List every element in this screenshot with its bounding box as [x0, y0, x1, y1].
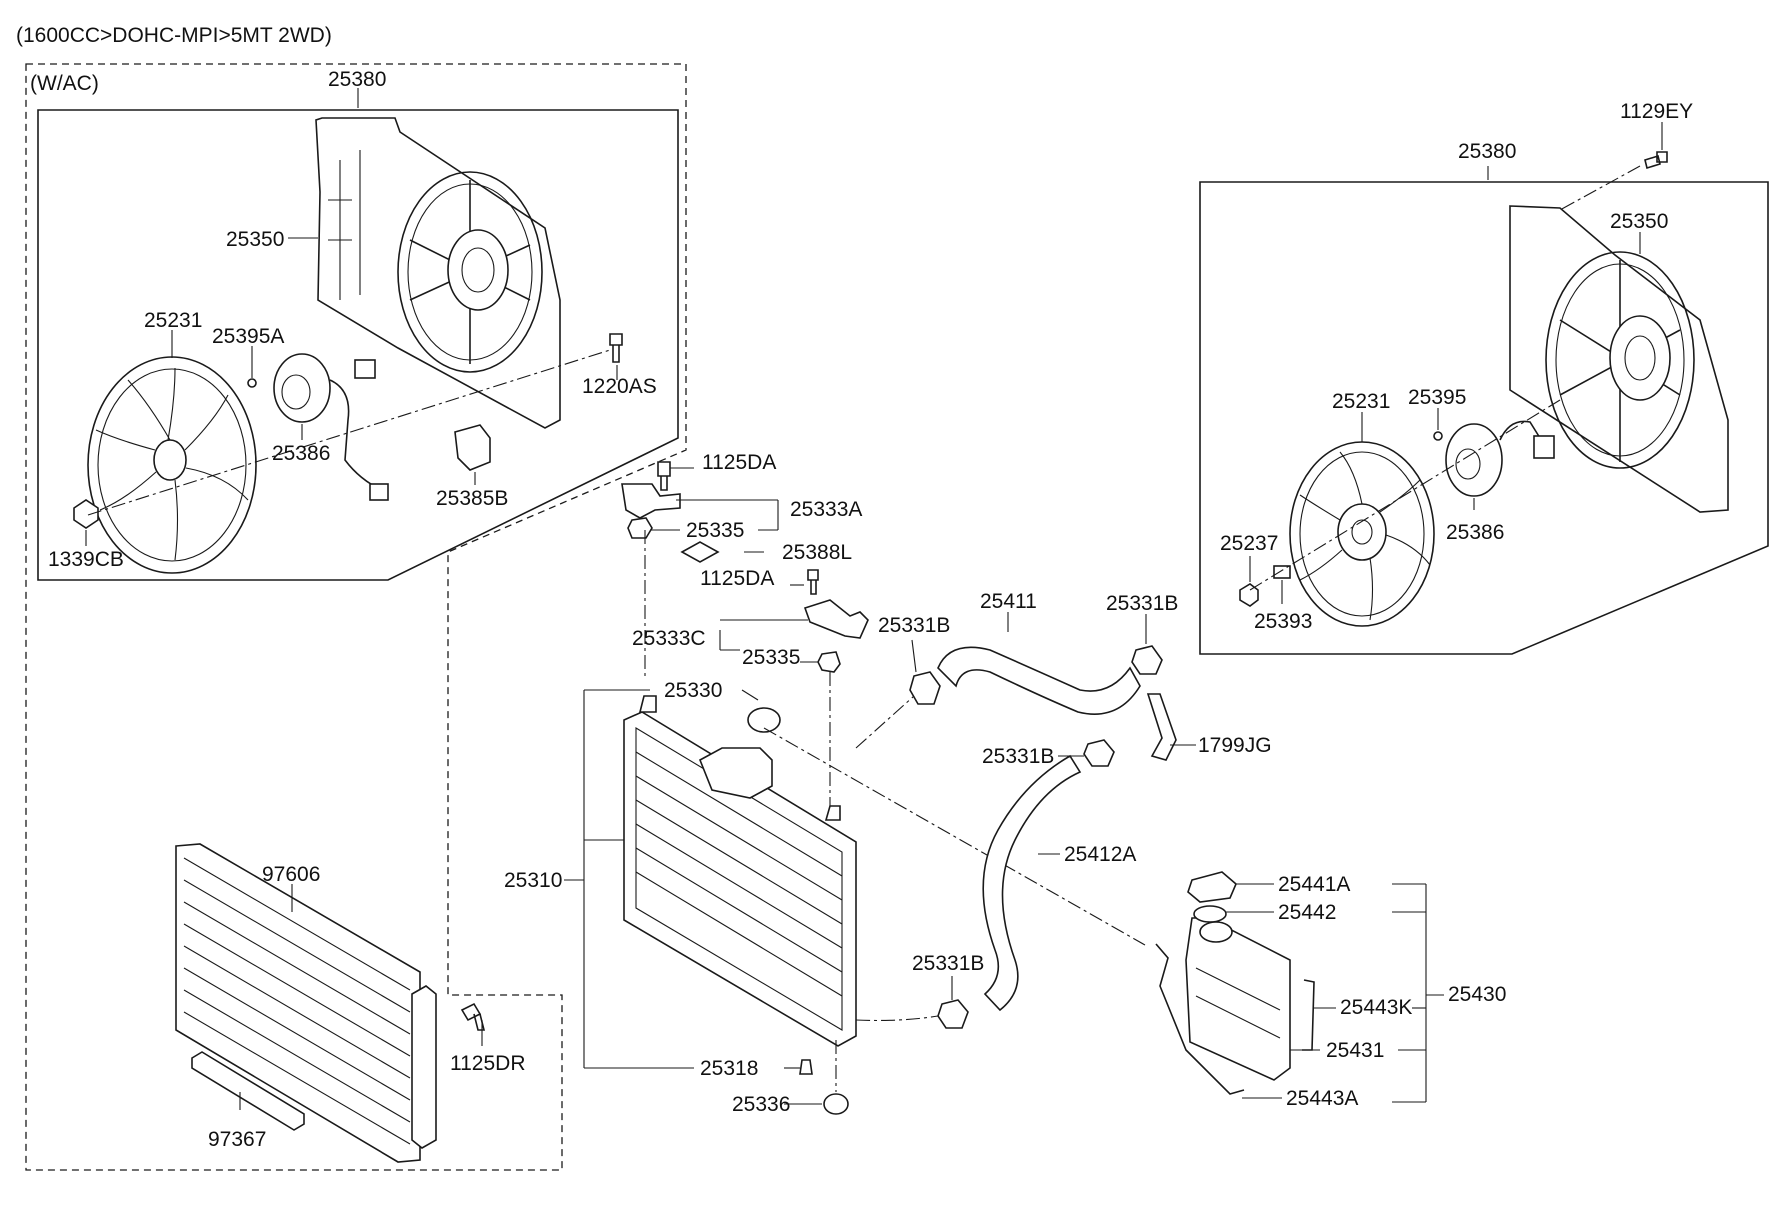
callout-reservoir-seal: 25442: [1278, 901, 1336, 924]
reservoir-cap-drawing: [1187, 871, 1237, 903]
callout-condenser: 97606: [262, 863, 320, 886]
radiator-cap-drawing: [747, 707, 781, 733]
hose-leaders: [911, 612, 1196, 1000]
lower-hose-drawing: [982, 754, 1082, 1012]
callout-screw-right: 25395: [1408, 386, 1466, 409]
callout-insulator-mid: 25335: [742, 646, 800, 669]
callout-reservoir-tank: 25431: [1326, 1039, 1384, 1062]
condenser-drawing: [175, 843, 437, 1163]
callout-bolt-condenser: 1125DR: [450, 1052, 526, 1075]
callout-fan-right: 25231: [1332, 390, 1390, 413]
callout-drain-plug: 25318: [700, 1057, 758, 1080]
callout-fan-left: 25231: [144, 309, 202, 332]
callout-band: 1799JG: [1198, 734, 1272, 757]
callout-bolt-upper: 1125DA: [702, 451, 776, 474]
mid-bracket-drawing: [803, 569, 869, 673]
right-shroud-drawing: [1509, 205, 1729, 513]
right-axis-line: [1249, 399, 1561, 591]
callout-bracket-mid: 25333C: [632, 627, 706, 650]
callout-hose-upper: 25411: [980, 590, 1037, 613]
callout-reservoir-hose-a: 25443K: [1340, 996, 1412, 1019]
right-leaders: [1249, 122, 1663, 604]
radiator-drawing: [623, 695, 857, 1047]
ac-region-outline: [25, 63, 687, 1171]
spec-title: (1600CC>DOHC-MPI>5MT 2WD): [16, 24, 332, 47]
callout-insulator-upper: 25335: [686, 519, 744, 542]
left-motor-drawing: [273, 353, 389, 501]
bracket-leaders: [650, 467, 818, 663]
clamp-1-drawing: [909, 671, 941, 705]
left-fan-box: [37, 109, 679, 581]
callout-motor-right: 25386: [1446, 521, 1504, 544]
condenser-bolt-drawing: [460, 1002, 486, 1031]
callout-fan-shroud-left: 25380: [328, 68, 386, 91]
callout-reservoir-hose-b: 25443A: [1286, 1087, 1358, 1110]
left-fan-drawing: [87, 356, 257, 574]
band-drawing: [1146, 693, 1177, 761]
hose-axis-1: [855, 695, 915, 749]
radiator-cap-axis: [763, 727, 1146, 946]
left-screw: [247, 378, 257, 388]
variant-label: (W/AC): [30, 72, 99, 95]
right-motor-drawing: [1445, 420, 1555, 497]
callout-bolt-shroud-left: 1220AS: [582, 375, 657, 398]
upper-bracket-drawing: [621, 461, 720, 563]
callout-reservoir-cap: 25441A: [1278, 873, 1350, 896]
callout-bolt-mid: 1125DA: [700, 567, 774, 590]
drain-plug-drawing: [799, 1059, 813, 1075]
left-nut: [73, 499, 99, 529]
right-screw: [1433, 431, 1443, 441]
left-axis-line: [87, 349, 611, 516]
callout-screw-left: 25395A: [212, 325, 284, 348]
left-bolt: [609, 333, 623, 363]
callout-nut-left: 1339CB: [48, 548, 124, 571]
callout-hose-lower: 25412A: [1064, 843, 1136, 866]
left-shroud-drawing: [315, 117, 561, 429]
right-bolt: [1644, 151, 1668, 170]
callout-clamp-3: 25331B: [982, 745, 1054, 768]
condenser-leaders: [239, 884, 483, 1110]
right-clip: [1273, 565, 1291, 579]
left-leaders: [85, 88, 618, 546]
right-fan-drawing: [1289, 441, 1435, 627]
callout-label-plate: 25388L: [782, 541, 852, 564]
right-fan-box: [1199, 181, 1769, 655]
callout-shroud-right: 25350: [1610, 210, 1668, 233]
callout-bracket-upper: 25333A: [790, 498, 862, 521]
lower-insulator-drawing: [823, 1093, 849, 1115]
right-nut: [1239, 583, 1259, 607]
reservoir-seal-drawing: [1193, 905, 1227, 923]
callout-clamp-1: 25331B: [878, 614, 950, 637]
callout-shroud-left: 25350: [226, 228, 284, 251]
right-bolt-axis: [1559, 165, 1641, 211]
upper-hose-drawing: [937, 646, 1141, 715]
clamp-3-drawing: [1083, 739, 1115, 767]
callout-condenser-pad: 97367: [208, 1128, 266, 1151]
callout-fan-shroud-right: 25380: [1458, 140, 1516, 163]
clamp-2-drawing: [1131, 645, 1163, 675]
reservoir-leaders: [1226, 883, 1444, 1103]
hose-axis-2: [855, 1015, 939, 1022]
clamp-4-drawing: [937, 999, 969, 1029]
callout-resistor-left: 25385B: [436, 487, 508, 510]
callout-nut-right: 25237: [1220, 532, 1278, 555]
left-resistor: [454, 424, 491, 471]
callout-motor-left: 25386: [272, 442, 330, 465]
reservoir-drawing: [1155, 917, 1315, 1095]
callout-radiator: 25310: [504, 869, 562, 892]
callout-bolt-top-right: 1129EY: [1620, 100, 1693, 123]
callout-clamp-2: 25331B: [1106, 592, 1178, 615]
callout-clip-right: 25393: [1254, 610, 1312, 633]
callout-radiator-cap: 25330: [664, 679, 722, 702]
condenser-pad-drawing: [191, 1051, 305, 1131]
callout-reservoir-assy: 25430: [1448, 983, 1506, 1006]
radiator-leaders: [564, 689, 822, 1105]
callout-insulator-lower: 25336: [732, 1093, 790, 1116]
callout-clamp-4: 25331B: [912, 952, 984, 975]
